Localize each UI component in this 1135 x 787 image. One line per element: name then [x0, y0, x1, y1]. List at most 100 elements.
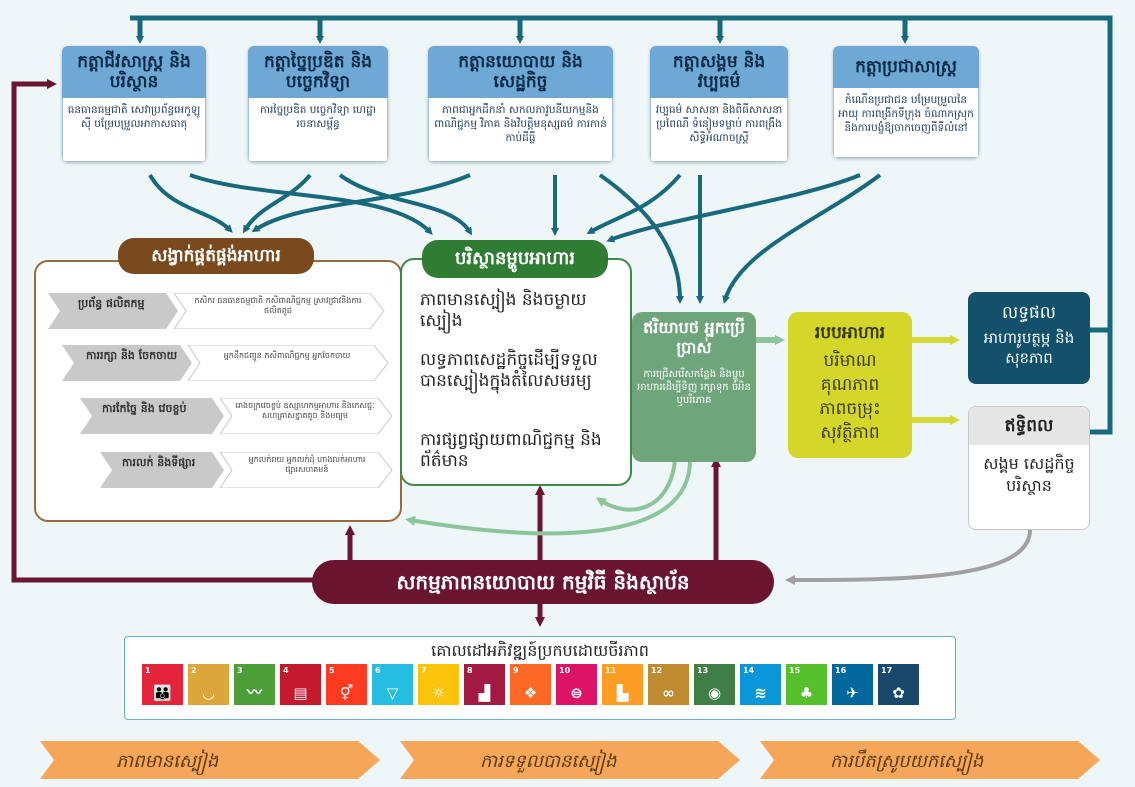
driver-innovation: កត្តាច្នៃប្រឌិត និងបច្ចេកវិទ្យា ការច្នៃប… — [248, 46, 388, 162]
driver-biophysical: កត្តាជីវសាស្ត្រ និងបរិស្ថាន ធនធានធម្មជាត… — [62, 46, 206, 162]
sdg-tile-17: 17 ✿ — [878, 664, 919, 705]
sdg-tile-2: 2◡ — [188, 664, 229, 705]
supply-stage-processing: ការកែច្នៃ និង វេចខ្ចប់ រោងចក្រវេចខ្ចប់ ឧ… — [80, 397, 396, 435]
food-env-item: លទ្ធភាពសេដ្ឋកិច្ចដើម្បីទទួលបានស្បៀងក្នុង… — [420, 350, 598, 391]
diets-item: សុវត្ថិភាព — [820, 423, 880, 443]
city-icon: ▙ — [616, 684, 629, 702]
outcomes-title: លទ្ធផល — [1002, 303, 1056, 323]
sdg-number: 12 — [651, 666, 663, 675]
sdg-number: 17 — [881, 666, 893, 675]
driver-title: កត្តាសង្គម និងវប្បធម៌ — [650, 46, 788, 98]
sdg-number: 1 — [145, 666, 151, 675]
driver-body: កំណើនប្រជាជន បម្រែបម្រួលនៃអាយុ ការពង្រីក… — [833, 88, 979, 158]
flower-icon: ✿ — [892, 684, 905, 702]
sdg-title: គោលដៅអភិវឌ្ឍន៍ប្រកបដោយចីរភាព — [431, 641, 649, 660]
sdg-number: 8 — [467, 666, 473, 675]
arrow-label: ការទទួលបានស្បៀង — [480, 751, 617, 772]
chevron-shape — [100, 451, 393, 489]
sdg-tile-13: 13◉ — [694, 664, 735, 705]
sun-icon: ☼ — [431, 684, 446, 702]
policy-actions-bar: សកម្មភាពនយោបាយ កម្មវិធី និងស្ថាប័ន — [312, 560, 774, 604]
stage-label: ការកែច្នៃ និង វេចខ្ចប់ — [102, 402, 187, 415]
supply-stage-production: ប្រព័ន្ធ ផលិតកម្ម កសិករ ធនធានធម្មជាតិ កស… — [48, 292, 388, 330]
sdg-number: 2 — [191, 666, 197, 675]
driver-title: កត្តាប្រជាសាស្ត្រ — [833, 46, 979, 88]
sdg-tile-14: 14 ≋ — [740, 664, 781, 705]
sdg-number: 16 — [835, 666, 847, 675]
food-environment-panel: ភាពមានស្បៀង និងចម្ងាយស្បៀង លទ្ធភាពសេដ្ឋក… — [400, 258, 632, 486]
sdg-tile-10: 10 ⊜ — [556, 664, 597, 705]
sdg-tile-9: 9❖ — [510, 664, 551, 705]
driver-title: កត្តាច្នៃប្រឌិត និងបច្ចេកវិទ្យា — [248, 46, 388, 98]
supply-chain-title: សង្វាក់ផ្គត់ផ្គង់អាហារ — [118, 238, 314, 274]
chevron-shape — [62, 344, 389, 382]
equal-icon: ⊜ — [570, 684, 583, 702]
tree-icon: ♣ — [799, 684, 814, 702]
sdg-number: 14 — [743, 666, 755, 675]
gender-icon: ⚥ — [339, 684, 354, 702]
diets-item: បរិមាណ — [823, 351, 877, 371]
impacts-body: សង្គម សេដ្ឋកិច្ច បរិស្ថាន — [983, 454, 1075, 495]
utilization-arrow: ការបឹតស្រូបយកស្បៀង — [760, 741, 1102, 779]
food-environment-title: បរិស្ថានម្ហូបអាហារ — [422, 240, 608, 278]
outcomes-body: អាហារូបត្ថម្ភ និងសុខភាព — [983, 329, 1075, 367]
stage-label: ប្រព័ន្ធ ផលិតកម្ម — [78, 297, 145, 310]
food-env-item: ការផ្សព្វផ្សាយពាណិជ្ជកម្ម និងព័ត៌មាន — [420, 430, 602, 471]
access-arrow: ការទទួលបានស្បៀង — [400, 741, 742, 779]
sdg-tile-5: 5⚥ — [326, 664, 367, 705]
diets-item: គុណភាព — [820, 375, 880, 395]
supply-stage-storage: ការរក្សា និង ចែកចាយ អ្នកដឹកជញ្ជូន កសិពាណ… — [62, 344, 392, 382]
food-env-item: ភាពមានស្បៀង និងចម្ងាយស្បៀង — [420, 290, 587, 331]
sdg-tile-6: 6▽ — [372, 664, 413, 705]
sdg-tile-11: 11 ▙ — [602, 664, 643, 705]
stage-label: ការរក្សា និង ចែកចាយ — [86, 349, 178, 362]
sdg-number: 7 — [421, 666, 427, 675]
sdg-tile-16: 16 ✈ — [832, 664, 873, 705]
driver-sociocultural: កត្តាសង្គម និងវប្បធម៌ វប្បធម៌ សាសនា និងព… — [650, 46, 788, 162]
arrow-label: ការបឹតស្រូបយកស្បៀង — [830, 751, 984, 772]
bowl-icon: ◡ — [202, 684, 215, 702]
sdg-tile-12: 12 ∞ — [648, 664, 689, 705]
diets-title: របបអាហារ — [814, 323, 886, 343]
eye-icon: ◉ — [707, 684, 722, 702]
sdg-number: 10 — [559, 666, 571, 675]
impacts-box: ឥទ្ធិពល សង្គម សេដ្ឋកិច្ច បរិស្ថាន — [968, 406, 1090, 530]
diets-box: របបអាហារ បរិមាណ គុណភាព ភាពចម្រុះ សុវត្ថិ… — [788, 312, 912, 458]
stage-description: រោងចក្រវេចខ្ចប់ ឧស្សាហកម្មអាហារ និងភេសជ្… — [235, 401, 375, 420]
sdg-tile-8: 8▟ — [464, 664, 505, 705]
driver-title: កត្តានយោបាយ និងសេដ្ឋកិច្ច — [428, 46, 613, 98]
growth-icon: ▟ — [478, 684, 491, 702]
infinity-icon: ∞ — [662, 684, 675, 702]
driver-body: ភាពជាអ្នកដឹកនាំ សកលភាវូបនីយកម្មនិងពាណិជ្… — [428, 98, 613, 162]
supply-stage-retail: ការលក់ និងទីផ្សារ អ្នកលក់រាយ អ្នកលក់ដុំ … — [100, 451, 396, 489]
heartbeat-icon: 〰 — [246, 683, 262, 701]
water-icon: ▽ — [386, 684, 399, 702]
sdg-tile-7: 7☼ — [418, 664, 459, 705]
book-icon: ▤ — [293, 684, 308, 702]
arrow-shape — [400, 741, 740, 779]
sdg-number: 11 — [605, 666, 617, 675]
diets-item: ភាពចម្រុះ — [819, 399, 881, 419]
sdg-number: 9 — [513, 666, 519, 675]
stage-label: ការលក់ និងទីផ្សារ — [122, 456, 196, 469]
consumer-behaviour-box: ឥរិយាបថ អ្នកប្រើប្រាស់ ការជ្រើសរើសកន្លែង… — [632, 312, 756, 462]
consumer-body: ការជ្រើសរើសកន្លែង និងម្ហូបអាហារដើម្បីទិញ… — [637, 369, 751, 406]
sdg-tile-4: 4▤ — [280, 664, 321, 705]
arrow-label: ភាពមានស្បៀង — [116, 751, 219, 772]
sdg-number: 3 — [237, 666, 243, 675]
stage-description: អ្នកដឹកជញ្ជូន កសិពាណិជ្ជកម្ម អ្នកចែកចាយ — [223, 351, 351, 360]
cubes-icon: ❖ — [523, 684, 538, 702]
arrow-shape — [40, 741, 380, 779]
chevron-shape — [48, 292, 385, 330]
arrow-shape — [760, 741, 1100, 779]
sdg-number: 5 — [329, 666, 335, 675]
outcomes-box: លទ្ធផល អាហារូបត្ថម្ភ និងសុខភាព — [968, 292, 1090, 384]
stage-description: អ្នកលក់រាយ អ្នកលក់ដុំ ហាងលក់អាហារ ផ្សារស… — [248, 455, 366, 474]
fish-icon: ≋ — [754, 684, 767, 702]
dove-icon: ✈ — [846, 684, 859, 702]
impacts-title: ឥទ្ធិពល — [969, 407, 1089, 445]
sdg-number: 6 — [375, 666, 381, 675]
sdg-number: 15 — [789, 666, 801, 675]
sdg-tile-15: 15 ♣ — [786, 664, 827, 705]
